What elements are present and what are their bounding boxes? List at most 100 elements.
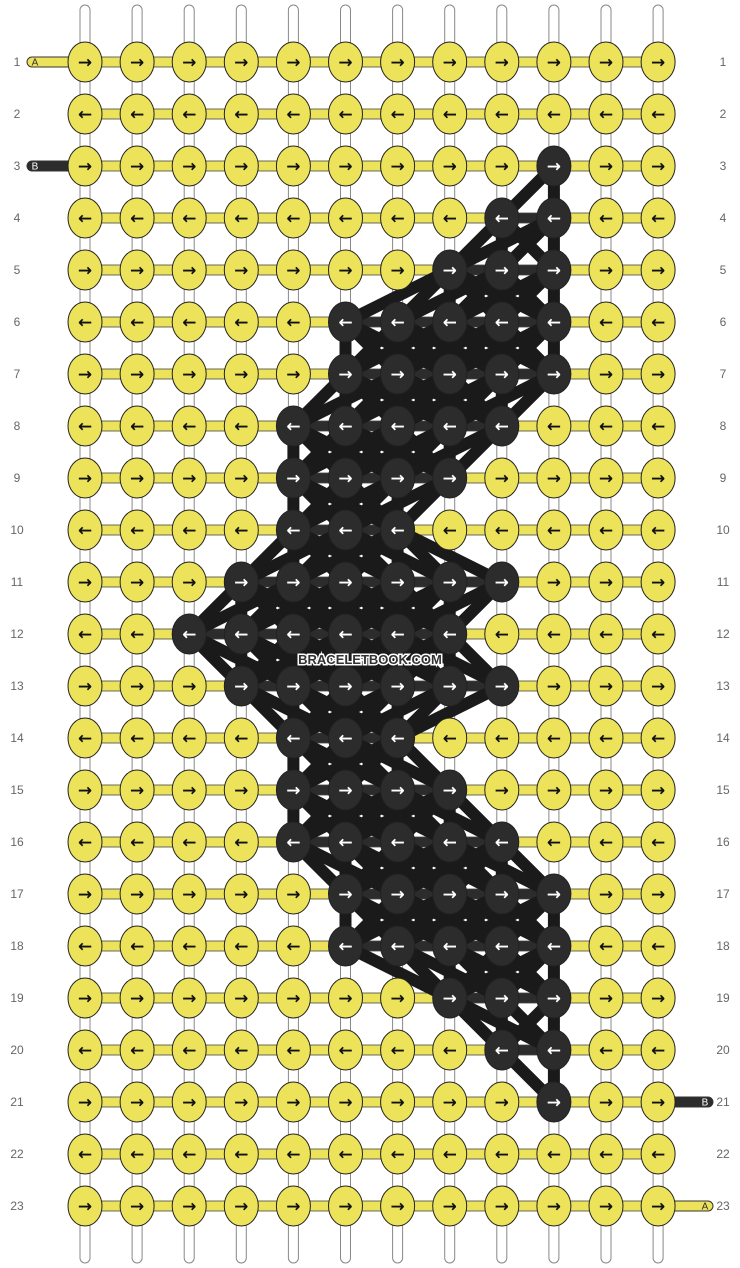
knot: → bbox=[119, 1185, 155, 1227]
arrow-left-icon: ← bbox=[443, 313, 457, 333]
arrow-left-icon: ← bbox=[443, 209, 457, 229]
knot-shape bbox=[119, 145, 155, 187]
knot-shape bbox=[67, 925, 103, 967]
arrow-left-icon: ← bbox=[651, 937, 665, 957]
knot: → bbox=[67, 41, 103, 83]
arrow-left-icon: ← bbox=[547, 1041, 561, 1061]
knot: ← bbox=[484, 197, 520, 239]
knot: ← bbox=[328, 613, 363, 655]
dark-thread-link bbox=[391, 888, 508, 952]
knot: → bbox=[223, 145, 259, 187]
arrow-right-icon: → bbox=[78, 469, 92, 489]
knot: → bbox=[171, 145, 207, 187]
knot: → bbox=[223, 665, 259, 707]
knot-shape bbox=[119, 1185, 155, 1227]
knot-shape bbox=[588, 93, 624, 135]
knot: → bbox=[536, 41, 572, 83]
arrow-left-icon: ← bbox=[443, 833, 457, 853]
knot-shape bbox=[223, 1185, 259, 1227]
knot: ← bbox=[67, 197, 103, 239]
knot: ← bbox=[380, 1029, 416, 1071]
arrow-left-icon: ← bbox=[78, 729, 92, 749]
arrow-left-icon: ← bbox=[495, 521, 509, 541]
knot-shape bbox=[119, 665, 155, 707]
arrow-left-icon: ← bbox=[286, 313, 300, 333]
knot-shape bbox=[171, 457, 207, 499]
knot-shape bbox=[275, 249, 311, 291]
arrow-right-icon: → bbox=[182, 365, 196, 385]
knot-shape bbox=[588, 613, 624, 655]
arrow-right-icon: → bbox=[495, 469, 509, 489]
knot: → bbox=[432, 873, 468, 915]
knot: → bbox=[536, 769, 572, 811]
arrow-right-icon: → bbox=[599, 1093, 613, 1113]
knot-shape bbox=[171, 1185, 207, 1227]
arrow-right-icon: → bbox=[599, 885, 613, 905]
knot: ← bbox=[171, 509, 207, 551]
dark-thread-link bbox=[287, 732, 404, 796]
arrow-right-icon: → bbox=[547, 781, 561, 801]
knot: ← bbox=[380, 197, 416, 239]
knot-shape bbox=[380, 769, 416, 811]
knot-shape bbox=[380, 93, 416, 135]
knot-shape bbox=[67, 405, 103, 447]
arrow-right-icon: → bbox=[443, 677, 457, 697]
knot-shape bbox=[328, 613, 363, 655]
knot: → bbox=[171, 769, 207, 811]
knot-shape bbox=[640, 821, 676, 863]
knot: → bbox=[380, 977, 416, 1019]
knot: ← bbox=[223, 1133, 259, 1175]
knot-shape bbox=[432, 717, 468, 759]
knot: → bbox=[432, 769, 468, 811]
knot-shape bbox=[119, 977, 155, 1019]
row-number-right: 9 bbox=[720, 471, 727, 485]
arrow-left-icon: ← bbox=[495, 105, 509, 125]
knot-shape bbox=[119, 873, 155, 915]
knot: ← bbox=[67, 301, 103, 343]
arrow-right-icon: → bbox=[130, 1197, 144, 1217]
arrow-right-icon: → bbox=[182, 1197, 196, 1217]
knot: ← bbox=[275, 925, 311, 967]
knot: → bbox=[171, 41, 207, 83]
knot: ← bbox=[171, 405, 207, 447]
knot-shape bbox=[536, 717, 572, 759]
knot: → bbox=[119, 977, 155, 1019]
row-number-right: 20 bbox=[716, 1043, 730, 1057]
knot-shape bbox=[275, 1081, 311, 1123]
arrow-left-icon: ← bbox=[443, 729, 457, 749]
knot-shape bbox=[536, 301, 572, 343]
arrow-right-icon: → bbox=[182, 261, 196, 281]
knot-shape bbox=[536, 1081, 572, 1123]
knot: → bbox=[119, 353, 155, 395]
knot-shape bbox=[328, 353, 363, 395]
arrow-right-icon: → bbox=[547, 1197, 561, 1217]
knot: → bbox=[484, 353, 520, 395]
knot: → bbox=[275, 41, 311, 83]
knot: → bbox=[119, 665, 155, 707]
arrow-left-icon: ← bbox=[234, 625, 248, 645]
arrow-left-icon: ← bbox=[651, 313, 665, 333]
row-number-left: 16 bbox=[10, 835, 24, 849]
knot: ← bbox=[536, 301, 572, 343]
knot: → bbox=[536, 1185, 572, 1227]
knot-shape bbox=[171, 509, 207, 551]
knot-shape bbox=[328, 873, 363, 915]
knot-shape bbox=[640, 613, 676, 655]
string-a-end-label: A bbox=[702, 1202, 709, 1213]
knot: → bbox=[223, 769, 259, 811]
knot: ← bbox=[380, 925, 416, 967]
knot: → bbox=[380, 353, 416, 395]
knot: ← bbox=[484, 405, 520, 447]
arrow-right-icon: → bbox=[338, 157, 352, 177]
arrow-left-icon: ← bbox=[130, 1145, 144, 1165]
arrow-left-icon: ← bbox=[130, 625, 144, 645]
knot: ← bbox=[380, 1133, 416, 1175]
arrow-right-icon: → bbox=[495, 573, 509, 593]
knot-shape bbox=[588, 41, 624, 83]
knot-shape bbox=[432, 1029, 468, 1071]
arrow-left-icon: ← bbox=[599, 417, 613, 437]
arrow-right-icon: → bbox=[338, 885, 352, 905]
arrow-right-icon: → bbox=[234, 885, 248, 905]
knot: → bbox=[380, 561, 416, 603]
knot-shape bbox=[536, 353, 572, 395]
